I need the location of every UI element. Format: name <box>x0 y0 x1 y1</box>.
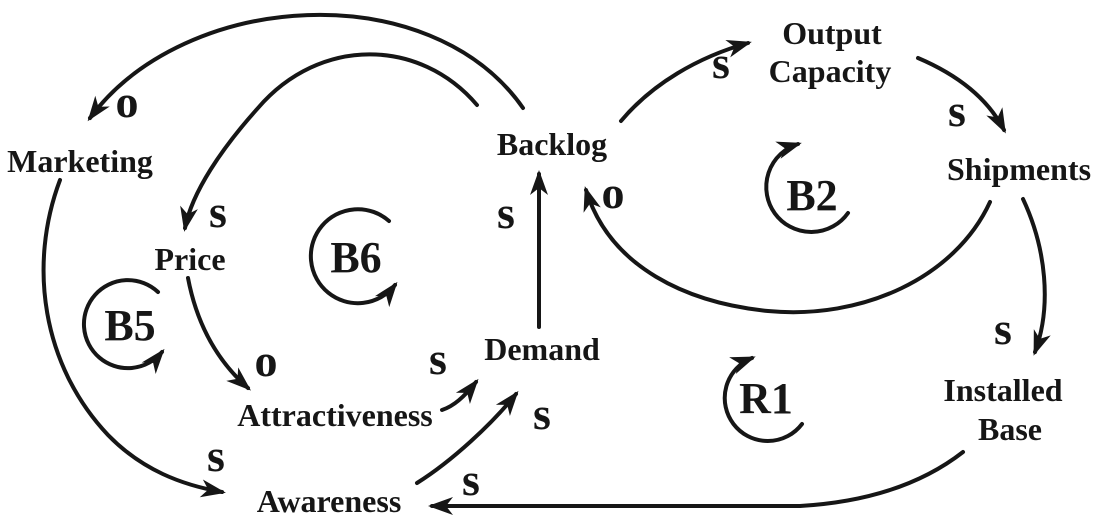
node-output-capacity-line2: Capacity <box>769 53 892 89</box>
edge-backlog-to-price <box>180 52 479 232</box>
node-shipments: Shipments <box>947 151 1091 187</box>
loop-label-b6: B6 <box>330 233 381 282</box>
loop-label-b2: B2 <box>786 171 837 220</box>
polarity-output-capacity-shipments: s <box>948 85 966 136</box>
edge-attractiveness-to-demand <box>440 378 479 412</box>
polarity-marketing-awareness: s <box>207 430 225 481</box>
edge-installed-base-to-awareness <box>428 450 965 515</box>
polarity-price-attractiveness: o <box>255 335 278 386</box>
edge-backlog-to-output-capacity <box>619 40 752 123</box>
polarity-backlog-output-capacity: s <box>712 37 730 88</box>
edge-awareness-to-demand <box>415 390 519 485</box>
edge-backlog-to-marketing <box>87 13 525 122</box>
edge-shipments-to-backlog <box>583 186 992 315</box>
b2-loop-arrow-icon <box>764 141 850 234</box>
node-backlog: Backlog <box>497 126 607 162</box>
b5-loop-arrow-icon <box>81 278 165 374</box>
node-demand: Demand <box>484 331 600 367</box>
polarity-attractiveness-demand: s <box>429 333 447 384</box>
polarity-backlog-marketing: o <box>116 76 139 127</box>
edge-price-to-attractiveness <box>186 276 251 391</box>
loop-label-r1: R1 <box>739 374 793 423</box>
polarity-demand-backlog: s <box>497 187 515 238</box>
polarity-installed-base-awareness: s <box>462 454 480 505</box>
node-marketing: Marketing <box>7 143 153 179</box>
polarity-backlog-price: s <box>209 186 227 237</box>
polarity-shipments-backlog: o <box>602 167 625 218</box>
node-attractiveness: Attractiveness <box>237 397 432 433</box>
polarity-shipments-installed-base: s <box>994 303 1012 354</box>
edge-marketing-to-awareness <box>41 178 226 498</box>
edge-output-capacity-to-shipments <box>916 56 1006 134</box>
node-installed-base-line1: Installed <box>943 372 1062 408</box>
node-awareness: Awareness <box>257 483 402 519</box>
polarity-awareness-demand: s <box>533 388 551 439</box>
node-installed-base-line2: Base <box>978 411 1042 447</box>
node-output-capacity-line1: Output <box>782 15 882 51</box>
b6-loop-arrow-icon <box>308 207 398 308</box>
node-price: Price <box>154 241 225 277</box>
r1-loop-arrow-icon <box>722 356 804 443</box>
edge-shipments-to-installed-base <box>1021 197 1051 356</box>
loop-label-b5: B5 <box>104 301 155 350</box>
